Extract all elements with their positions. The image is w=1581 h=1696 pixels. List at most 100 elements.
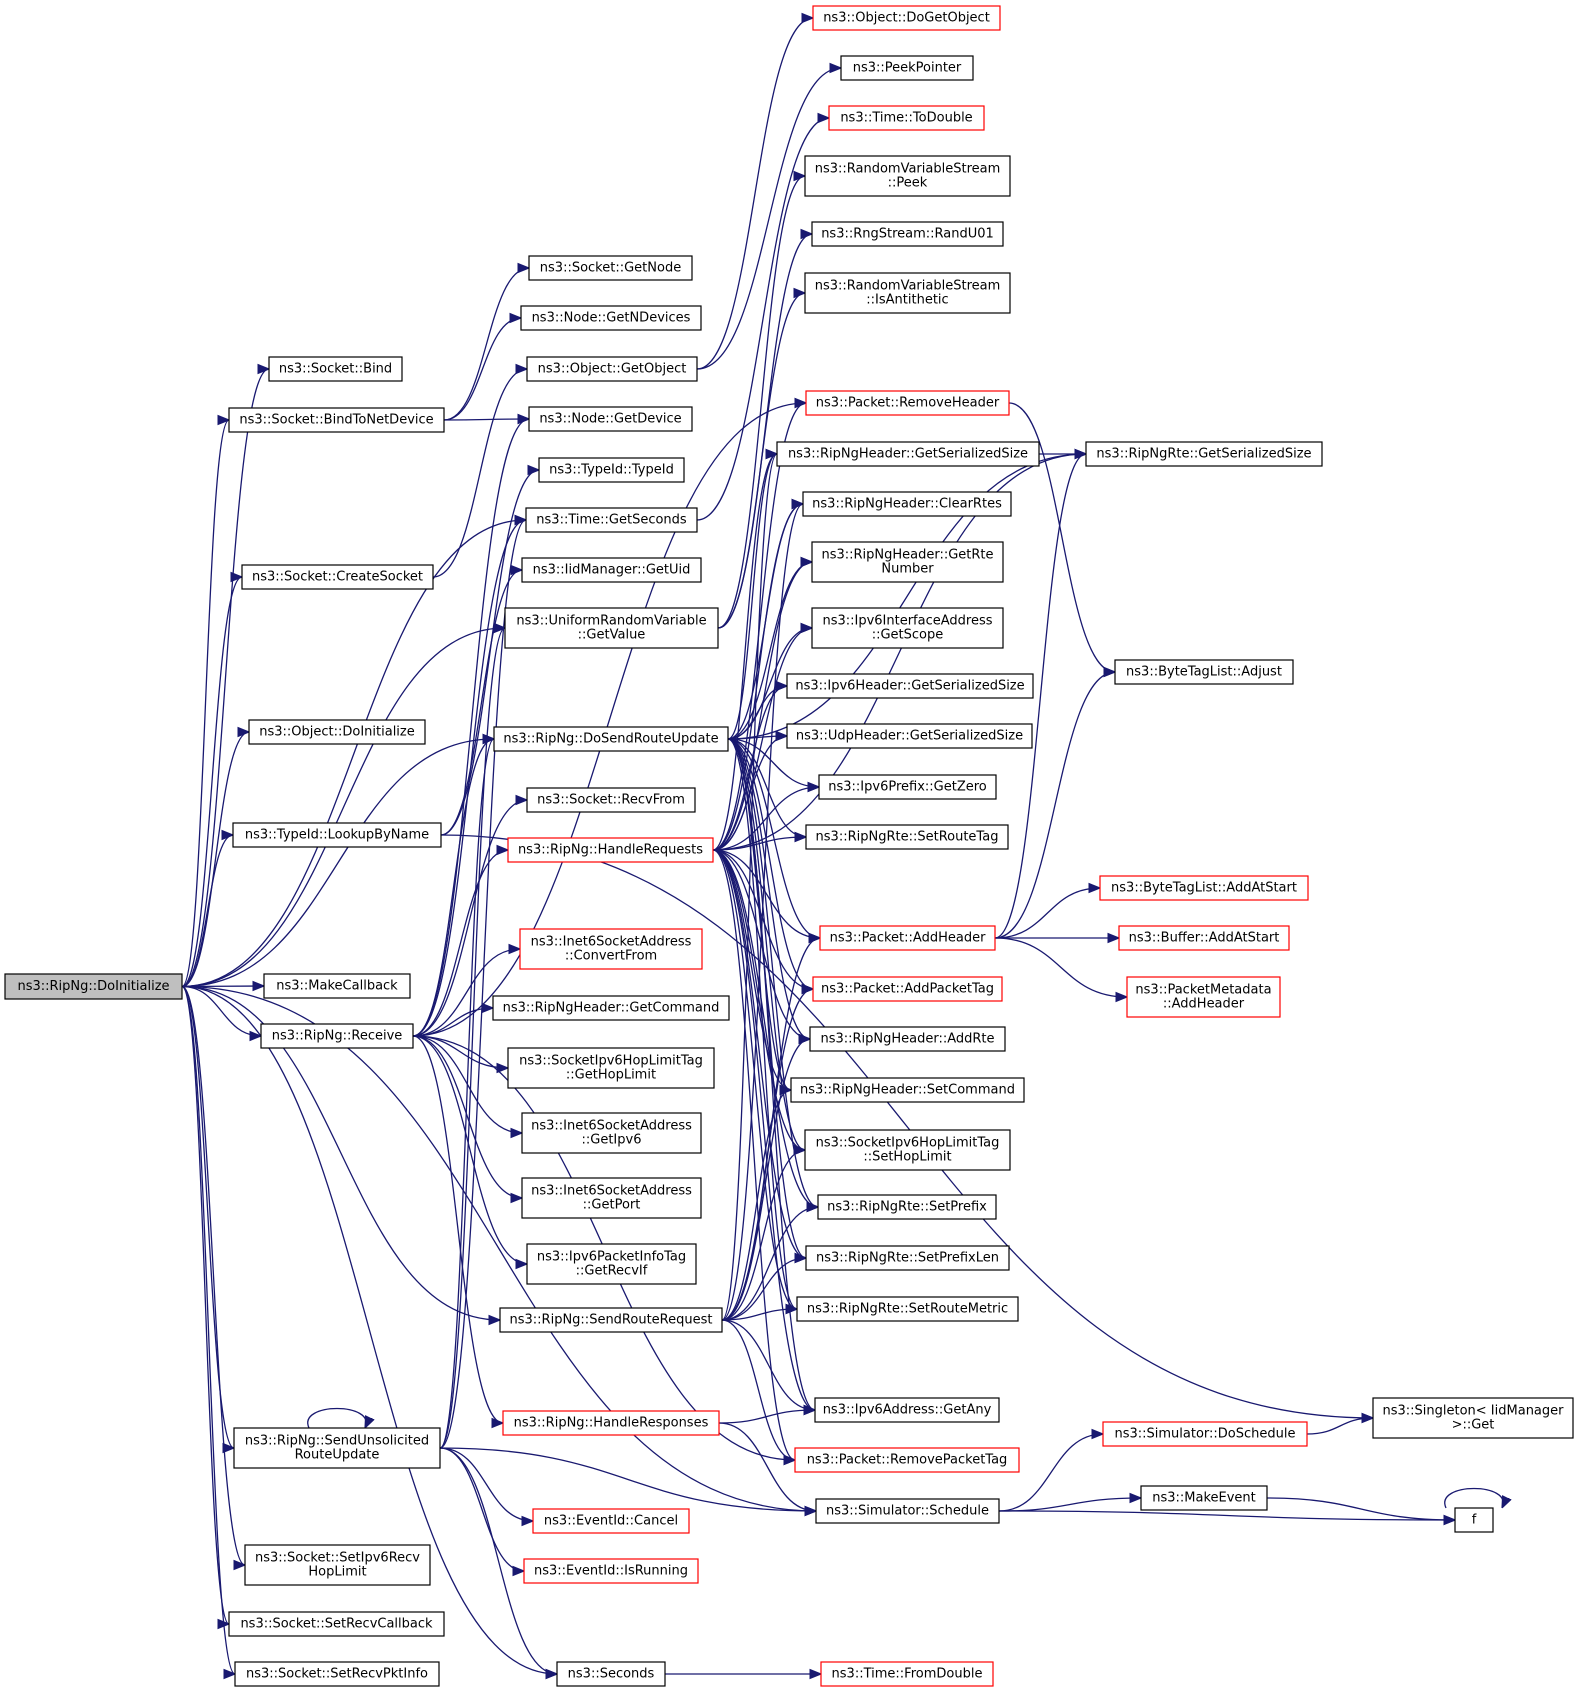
node-handleResponses[interactable]: ns3::RipNg::HandleResponses	[502, 1410, 720, 1436]
node-peekPointer[interactable]: ns3::PeekPointer	[840, 55, 974, 81]
node-label: ns3::Socket::RecvFrom	[537, 793, 685, 808]
call-edge	[181, 577, 243, 988]
node-simSchedule[interactable]: ns3::Simulator::Schedule	[815, 1498, 1000, 1524]
node-objGetObject[interactable]: ns3::Object::GetObject	[526, 356, 698, 382]
node-label: ns3::Socket::BindToNetDevice	[239, 413, 433, 428]
call-edge	[439, 1447, 533, 1521]
node-rngRandU01[interactable]: ns3::RngStream::RandU01	[811, 221, 1004, 247]
node-box	[1126, 976, 1281, 1018]
call-edge	[181, 985, 235, 1449]
node-timeToDouble[interactable]: ns3::Time::ToDouble	[828, 105, 985, 131]
call-edge	[712, 849, 796, 1460]
node-pktInfoGetRecvIf[interactable]: ns3::Ipv6PacketInfoTag::GetRecvIf	[526, 1243, 697, 1285]
node-receive[interactable]: ns3::RipNg::Receive	[260, 1023, 414, 1049]
node-box	[811, 541, 1004, 583]
node-ripHdrGetSerSize[interactable]: ns3::RipNgHeader::GetSerializedSize	[776, 441, 1040, 467]
node-createSocket[interactable]: ns3::Socket::CreateSocket	[241, 564, 434, 590]
node-objDoInit[interactable]: ns3::Object::DoInitialize	[248, 719, 426, 745]
node-udpHdrGetSerSize[interactable]: ns3::UdpHeader::GetSerializedSize	[786, 723, 1033, 749]
node-sendRouteRequest[interactable]: ns3::RipNg::SendRouteRequest	[499, 1307, 723, 1333]
node-label: Number	[881, 562, 934, 577]
node-label: ns3::Packet::AddPacketTag	[821, 982, 994, 997]
node-rteSetPrefixLen[interactable]: ns3::RipNgRte::SetPrefixLen	[805, 1245, 1010, 1271]
node-label: ns3::RipNgRte::SetPrefix	[827, 1200, 987, 1215]
node-nodeGetDevice[interactable]: ns3::Node::GetDevice	[528, 406, 693, 432]
call-edge	[727, 738, 806, 837]
call-edge	[412, 739, 495, 1037]
node-iidGetUid[interactable]: ns3::IidManager::GetUid	[521, 557, 702, 583]
call-edge	[717, 176, 806, 629]
node-timeFromDouble[interactable]: ns3::Time::FromDouble	[820, 1661, 994, 1687]
node-typeIdTypeId[interactable]: ns3::TypeId::TypeId	[538, 457, 685, 483]
node-ripHdrClearRtes[interactable]: ns3::RipNgHeader::ClearRtes	[802, 491, 1012, 517]
node-f[interactable]: f	[1454, 1507, 1494, 1533]
node-ipv6HdrGetSerSize[interactable]: ns3::Ipv6Header::GetSerializedSize	[786, 673, 1034, 699]
node-byteTagAddAtStart[interactable]: ns3::ByteTagList::AddAtStart	[1099, 875, 1309, 901]
node-box	[528, 255, 693, 281]
node-ipv6PrefixGetZero[interactable]: ns3::Ipv6Prefix::GetZero	[818, 774, 997, 800]
node-box	[532, 1508, 690, 1534]
node-recvFrom[interactable]: ns3::Socket::RecvFrom	[526, 787, 696, 813]
node-rteGetSerSize[interactable]: ns3::RipNgRte::GetSerializedSize	[1085, 441, 1323, 467]
call-edge	[721, 1258, 806, 1321]
node-rvsIsAntithetic[interactable]: ns3::RandomVariableStream::IsAntithetic	[804, 272, 1011, 314]
node-setRecvPktInfo[interactable]: ns3::Socket::SetRecvPktInfo	[234, 1661, 440, 1687]
node-bufferAddAtStart[interactable]: ns3::Buffer::AddAtStart	[1118, 925, 1290, 951]
node-makeCallback[interactable]: ns3::MakeCallback	[263, 973, 411, 999]
node-label: ns3::Inet6SocketAddress	[531, 935, 692, 950]
node-pktMetaAddHeader[interactable]: ns3::PacketMetadata::AddHeader	[1126, 976, 1281, 1018]
node-inet6GetIpv6[interactable]: ns3::Inet6SocketAddress::GetIpv6	[521, 1112, 702, 1154]
node-pktAddHeader[interactable]: ns3::Packet::AddHeader	[819, 925, 996, 951]
call-edge	[1306, 1418, 1373, 1435]
node-handleRequests[interactable]: ns3::RipNg::HandleRequests	[507, 837, 714, 863]
node-sockGetNode[interactable]: ns3::Socket::GetNode	[528, 255, 693, 281]
node-makeEvent[interactable]: ns3::MakeEvent	[1140, 1485, 1268, 1511]
node-eventIsRunning[interactable]: ns3::EventId::IsRunning	[523, 1558, 699, 1584]
node-pktAddPacketTag[interactable]: ns3::Packet::AddPacketTag	[812, 976, 1003, 1002]
node-sockBind[interactable]: ns3::Socket::Bind	[268, 356, 403, 382]
node-singletonGet[interactable]: ns3::Singleton< IidManager>::Get	[1372, 1397, 1574, 1439]
node-inet6GetPort[interactable]: ns3::Inet6SocketAddress::GetPort	[521, 1177, 702, 1219]
node-setRecvCallback[interactable]: ns3::Socket::SetRecvCallback	[228, 1611, 445, 1637]
node-ipv6GetAny[interactable]: ns3::Ipv6Address::GetAny	[814, 1397, 1000, 1423]
node-eventCancel[interactable]: ns3::EventId::Cancel	[532, 1508, 690, 1534]
node-label: RouteUpdate	[295, 1448, 380, 1463]
node-pktRemovePacketTag[interactable]: ns3::Packet::RemovePacketTag	[794, 1447, 1020, 1473]
call-edge	[712, 849, 798, 1309]
node-lookupByName[interactable]: ns3::TypeId::LookupByName	[232, 822, 442, 848]
node-hopLimitGet[interactable]: ns3::SocketIpv6HopLimitTag::GetHopLimit	[507, 1047, 715, 1089]
node-inet6ConvertFrom[interactable]: ns3::Inet6SocketAddress::ConvertFrom	[519, 928, 703, 970]
node-ripHdrAddRte[interactable]: ns3::RipNgHeader::AddRte	[809, 1026, 1006, 1052]
node-ripHdrGetCommand[interactable]: ns3::RipNgHeader::GetCommand	[492, 995, 730, 1021]
node-ipv6IfaceGetScope[interactable]: ns3::Ipv6InterfaceAddress::GetScope	[811, 607, 1004, 649]
node-doSendRouteUpdate[interactable]: ns3::RipNg::DoSendRouteUpdate	[493, 726, 729, 752]
node-nodeGetNDevices[interactable]: ns3::Node::GetNDevices	[520, 305, 702, 331]
node-label: ns3::Object::DoGetObject	[823, 11, 990, 26]
call-edge	[181, 985, 230, 1625]
node-box	[1140, 1485, 1268, 1511]
node-box	[796, 1296, 1019, 1322]
node-rteSetPrefix[interactable]: ns3::RipNgRte::SetPrefix	[817, 1194, 997, 1220]
node-ripHdrSetCommand[interactable]: ns3::RipNgHeader::SetCommand	[790, 1077, 1025, 1103]
node-seconds[interactable]: ns3::Seconds	[556, 1661, 666, 1687]
node-rteSetRouteTag[interactable]: ns3::RipNgRte::SetRouteTag	[805, 824, 1009, 850]
node-label: ::GetPort	[583, 1198, 641, 1213]
node-bindToNetDevice[interactable]: ns3::Socket::BindToNetDevice	[228, 407, 445, 433]
call-edge	[412, 403, 806, 1037]
node-rvsPeek[interactable]: ns3::RandomVariableStream::Peek	[804, 155, 1011, 197]
node-objDoGetObject[interactable]: ns3::Object::DoGetObject	[812, 5, 1001, 31]
node-simDoSchedule[interactable]: ns3::Simulator::DoSchedule	[1102, 1421, 1308, 1447]
node-byteTagAdjust[interactable]: ns3::ByteTagList::Adjust	[1114, 659, 1294, 685]
node-timeGetSeconds[interactable]: ns3::Time::GetSeconds	[525, 507, 698, 533]
node-uniformGetValue[interactable]: ns3::UniformRandomVariable::GetValue	[504, 607, 719, 649]
call-edge	[181, 520, 526, 988]
node-rteSetRouteMetric[interactable]: ns3::RipNgRte::SetRouteMetric	[796, 1296, 1019, 1322]
node-label: ::Peek	[888, 176, 928, 191]
node-box	[804, 155, 1011, 197]
node-hopLimitSet[interactable]: ns3::SocketIpv6HopLimitTag::SetHopLimit	[804, 1129, 1011, 1171]
node-label: ns3::Socket::CreateSocket	[252, 570, 423, 585]
node-pktRemoveHeader[interactable]: ns3::Packet::RemoveHeader	[805, 390, 1010, 416]
